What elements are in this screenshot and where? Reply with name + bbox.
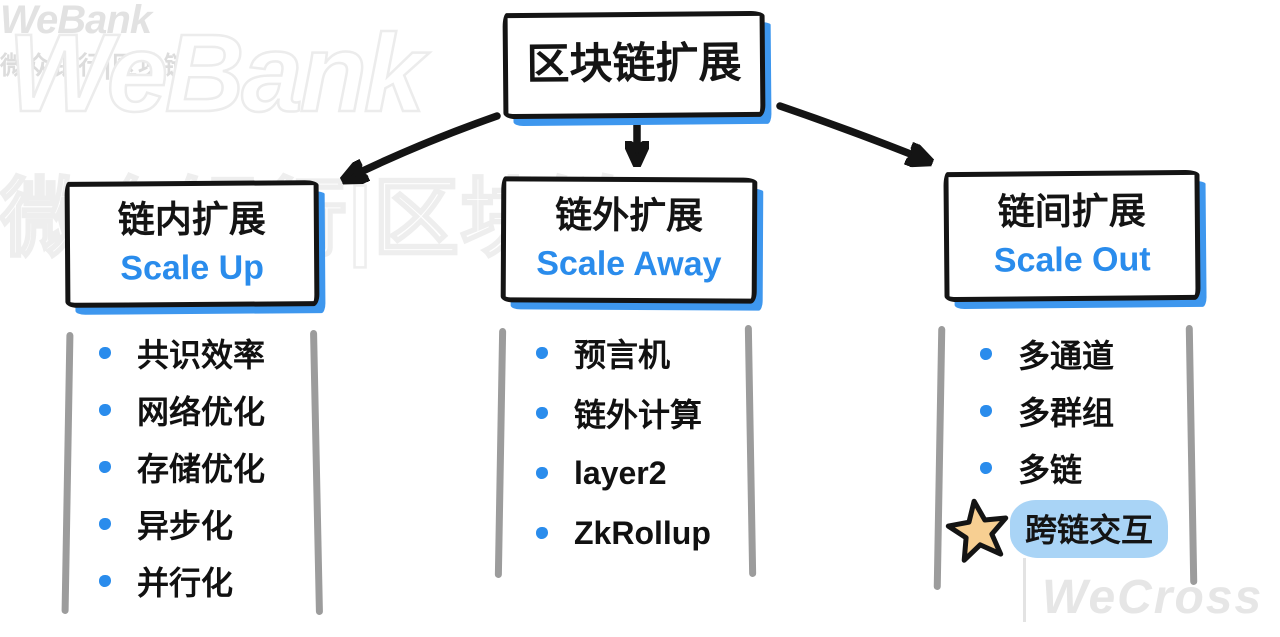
- branch-node-scale-up: 链内扩展 Scale Up: [64, 180, 320, 308]
- bullet-icon: [99, 460, 111, 473]
- list-item: layer2: [536, 443, 711, 503]
- list-item: 并行化: [99, 552, 265, 609]
- list-item-label: 多群组: [1018, 394, 1115, 431]
- list-item: ZkRollup: [536, 503, 711, 563]
- list-item-label: 共识效率: [137, 336, 266, 373]
- list-item-label: 并行化: [137, 564, 234, 601]
- list-item-label: 异步化: [137, 507, 234, 544]
- list-item-label: 存储优化: [137, 450, 266, 487]
- list-item: 多群组: [980, 382, 1114, 439]
- root-node: 区块链扩展: [502, 10, 766, 120]
- list-item: 多通道: [980, 325, 1114, 382]
- list-item-label: layer2: [574, 454, 667, 491]
- list-item: 异步化: [99, 495, 265, 552]
- branch-node-scale-away: 链外扩展 Scale Away: [500, 176, 758, 304]
- branch-title: 链间扩展: [997, 190, 1146, 233]
- list-item-label: 网络优化: [137, 393, 266, 430]
- bullet-icon: [99, 517, 111, 530]
- branch-title: 链内扩展: [117, 198, 266, 241]
- list-item-label: 链外计算: [574, 397, 703, 433]
- list-item-label: 多链: [1018, 451, 1083, 488]
- highlighted-item-label: 跨链交互: [1010, 500, 1169, 558]
- scale-away-list: 预言机 链外计算 layer2 ZkRollup: [536, 323, 711, 563]
- arrow-to-scale-out: [776, 102, 928, 161]
- list-item: 网络优化: [99, 381, 265, 438]
- branch-subtitle: Scale Out: [993, 240, 1151, 280]
- bullet-icon: [99, 403, 111, 416]
- branch-title: 链外扩展: [555, 194, 704, 237]
- bullet-icon: [99, 574, 111, 587]
- scale-out-list: 多通道 多群组 多链: [980, 325, 1114, 496]
- list-item: 存储优化: [99, 438, 265, 495]
- scale-up-list: 共识效率 网络优化 存储优化 异步化 并行化: [99, 324, 265, 609]
- list-item-label: 预言机: [574, 337, 671, 373]
- webank-footer-tagline: 微众银行|区块链: [0, 52, 190, 80]
- bullet-icon: [980, 461, 992, 474]
- list-item-label: ZkRollup: [574, 514, 711, 551]
- list-item: 多链: [980, 439, 1114, 496]
- bullet-icon: [536, 467, 548, 479]
- bullet-icon: [980, 347, 992, 360]
- bullet-icon: [99, 346, 111, 359]
- list-item-label: 多通道: [1018, 337, 1115, 374]
- branch-subtitle: Scale Away: [536, 244, 722, 284]
- footer-brand-block: WeBank 微众银行|区块链: [0, 0, 1280, 82]
- starred-item-row: 跨链交互: [945, 496, 1169, 563]
- bullet-icon: [536, 407, 548, 419]
- arrow-to-scale-up: [346, 112, 501, 179]
- star-icon: [942, 492, 1015, 566]
- list-item: 共识效率: [99, 324, 265, 381]
- root-node-label: 区块链扩展: [526, 39, 742, 90]
- branch-subtitle: Scale Up: [120, 248, 265, 288]
- footer-divider: [1023, 558, 1026, 622]
- list-item: 预言机: [536, 323, 711, 383]
- bullet-icon: [980, 404, 992, 417]
- bullet-icon: [536, 527, 548, 539]
- branch-node-scale-out: 链间扩展 Scale Out: [943, 169, 1201, 303]
- bullet-icon: [536, 347, 548, 359]
- list-item: 链外计算: [536, 383, 711, 443]
- webank-watermark-logo: WeBank: [7, 11, 427, 137]
- wecross-logo: WeCross: [1042, 571, 1264, 624]
- webank-footer-logo: WeBank: [0, 0, 152, 42]
